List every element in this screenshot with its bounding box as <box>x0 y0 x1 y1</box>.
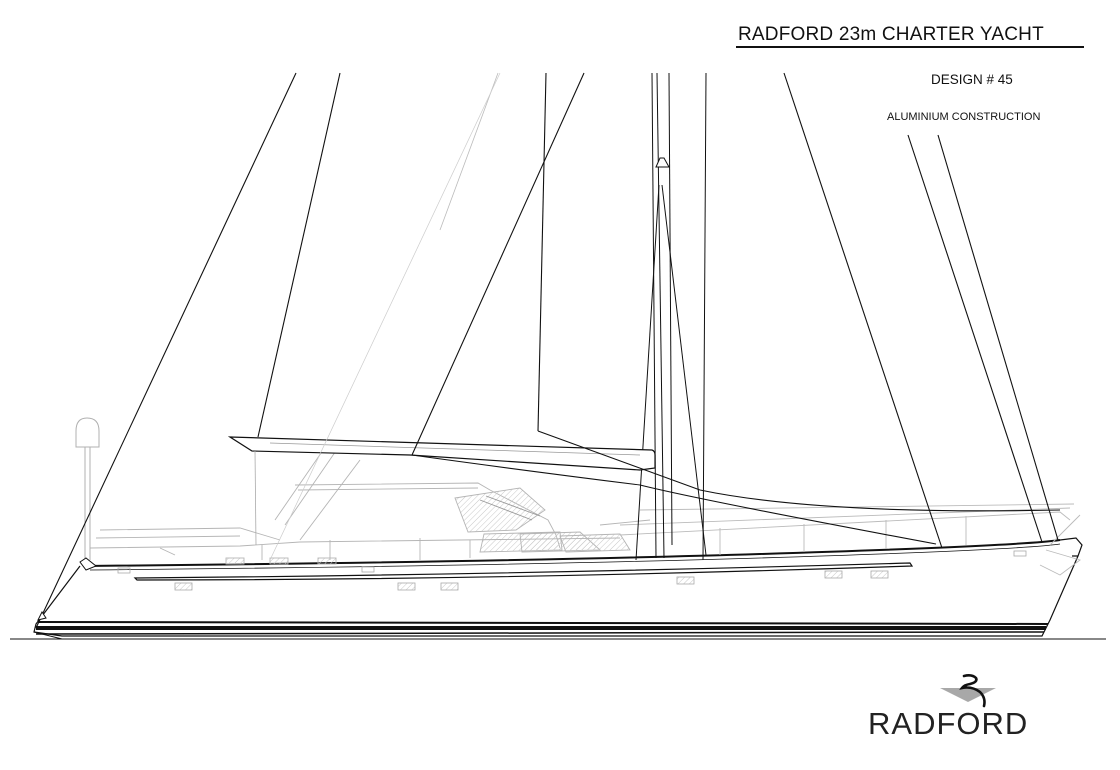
design-number: DESIGN # 45 <box>931 72 1013 87</box>
mast <box>635 72 707 561</box>
drawing-title: RADFORD 23m CHARTER YACHT <box>738 24 1044 45</box>
rigging <box>35 72 1061 629</box>
boom <box>227 436 656 546</box>
portlights <box>117 550 1027 591</box>
radford-swoosh-icon <box>940 674 996 708</box>
bow-fitting <box>37 557 97 621</box>
deckhouse <box>89 439 651 565</box>
construction-note: ALUMINIUM CONSTRUCTION <box>887 111 1041 123</box>
hull <box>33 537 1083 640</box>
title-underline <box>736 46 1084 48</box>
radford-logo: RADFORD <box>868 672 1078 742</box>
radford-wordmark: RADFORD <box>868 706 1029 741</box>
radome <box>75 417 100 560</box>
